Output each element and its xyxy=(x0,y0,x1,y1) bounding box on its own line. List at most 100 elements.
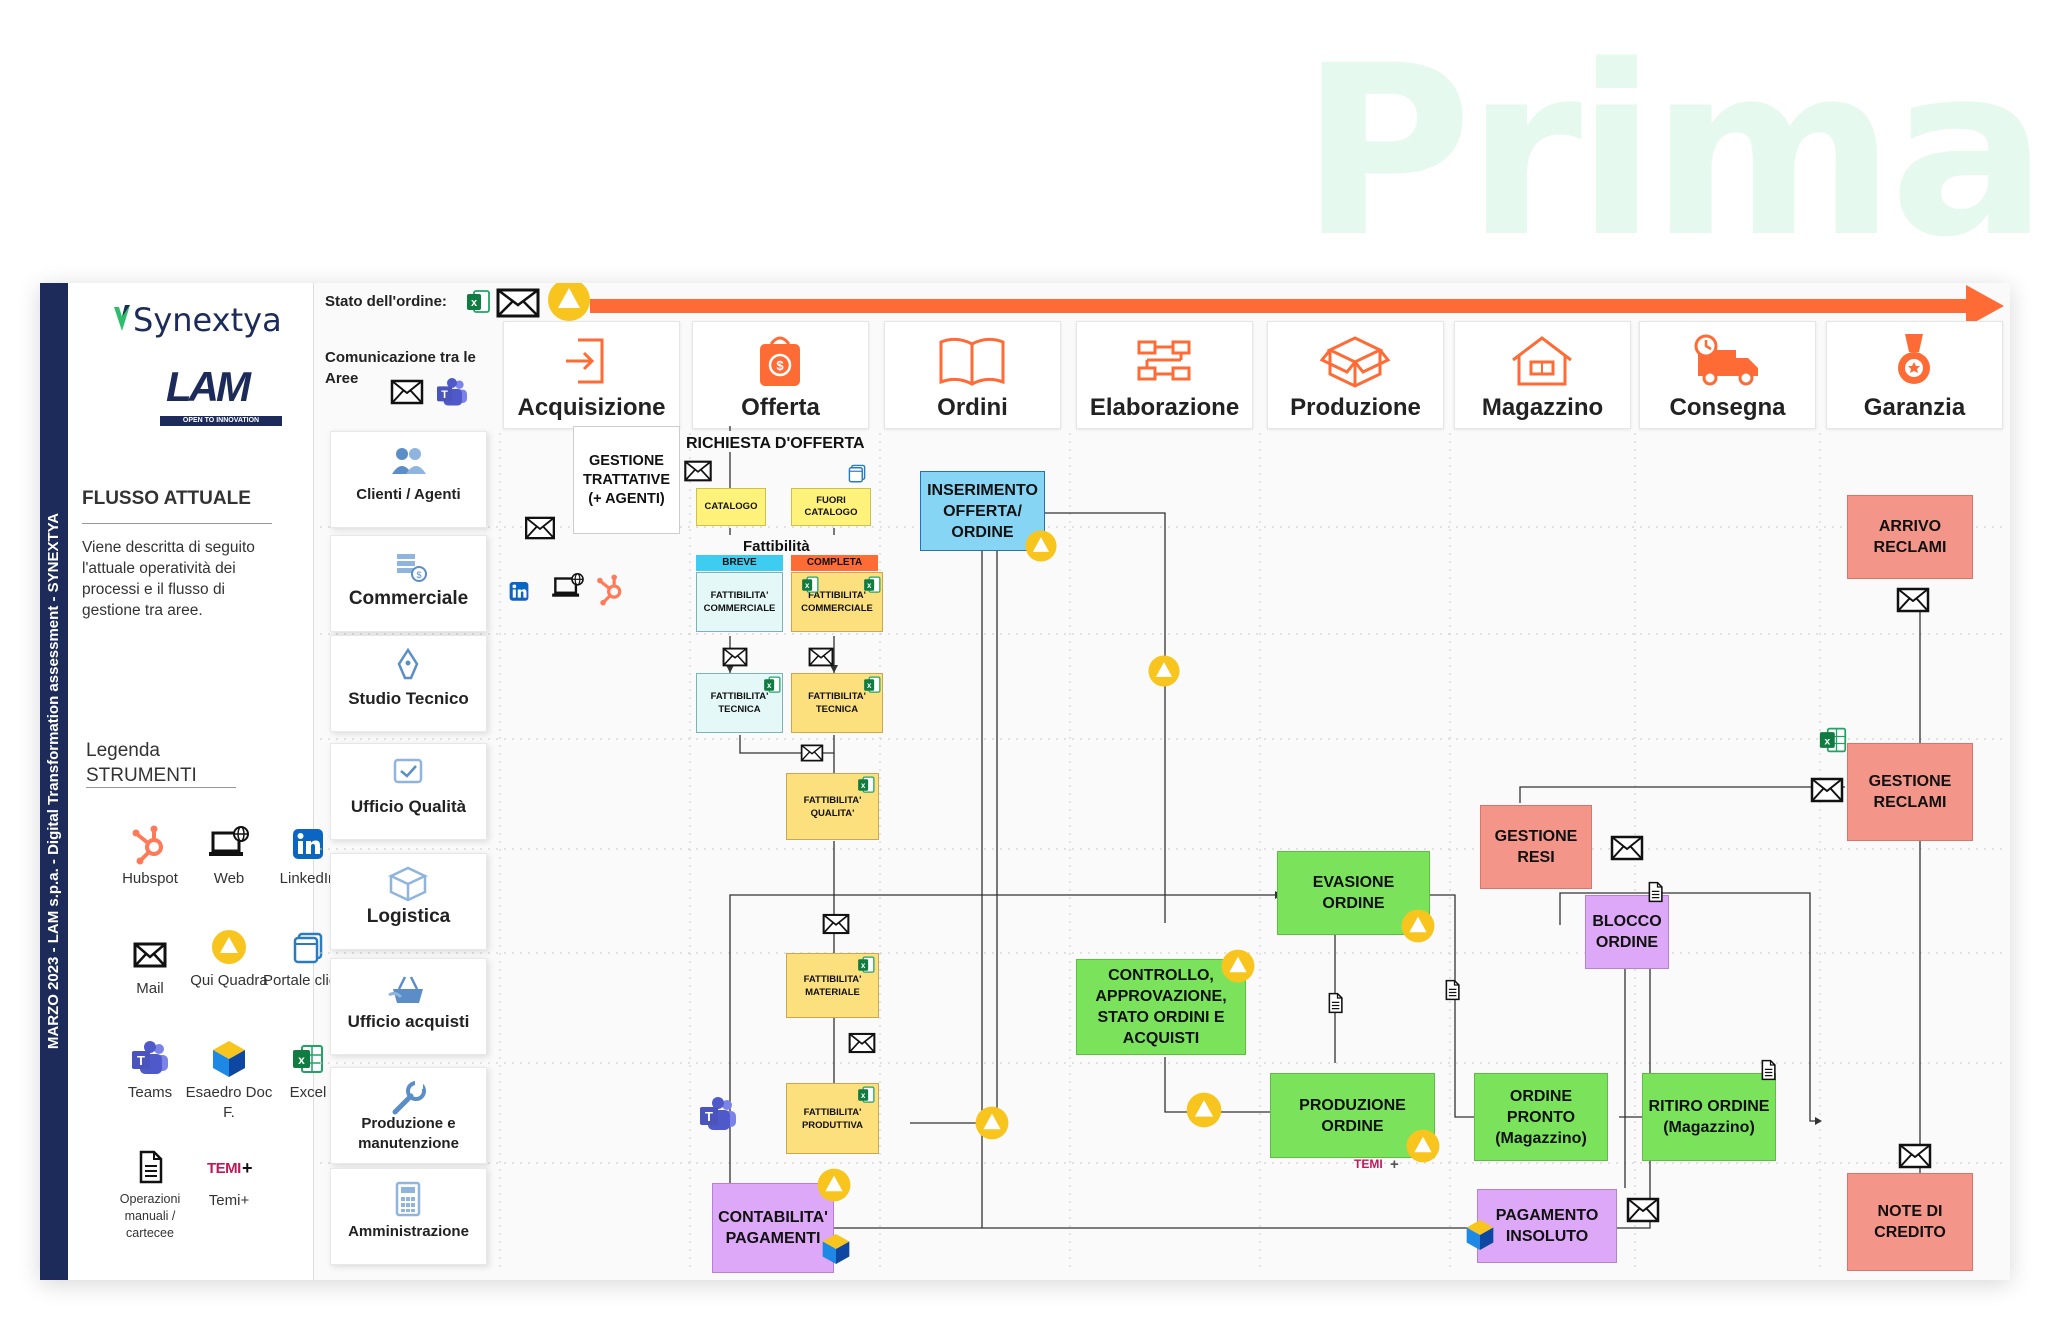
legend-item-manual: Operazioni manuali / cartecee xyxy=(102,1143,198,1242)
phase-consegna: Consegna xyxy=(1639,321,1816,429)
quiquadra-icon xyxy=(975,1106,1009,1140)
portal-icon xyxy=(293,932,323,964)
hubspot-icon xyxy=(132,825,163,865)
mail-icon xyxy=(390,379,424,405)
esaedro-icon xyxy=(822,1234,850,1264)
quiquadra-icon xyxy=(1148,655,1180,687)
client-tagline: OPEN TO INNOVATION xyxy=(160,416,282,426)
excel-icon: x xyxy=(293,1045,323,1073)
calculator-icon xyxy=(395,1181,421,1217)
legend-label: Qui Quadra xyxy=(190,972,268,989)
quality-check-icon xyxy=(393,758,423,784)
phase-label: Produzione xyxy=(1290,394,1421,421)
quiquadra-icon xyxy=(817,1168,851,1202)
tag-breve: BREVE xyxy=(696,555,783,571)
legend-item-quiquadra: Qui Quadra xyxy=(181,923,277,991)
package-icon xyxy=(388,866,428,902)
phase-offerta: $ Offerta xyxy=(692,321,869,429)
timeline-arrowhead xyxy=(1966,285,2004,327)
lane-label: Commerciale xyxy=(348,588,469,609)
document-icon xyxy=(139,1150,163,1184)
lane-label: Produzione e manutenzione xyxy=(358,1115,459,1152)
legend-item-temi: TEMI+ Temi+ xyxy=(181,1143,277,1211)
mail-icon xyxy=(1610,835,1644,861)
node-inserimento-offerta-ordine: INSERIMENTO OFFERTA/ ORDINE xyxy=(920,471,1045,551)
legend-item-teams: T Teams xyxy=(102,1035,198,1103)
excel-icon: x xyxy=(858,1086,875,1103)
document-icon xyxy=(1761,1059,1776,1081)
phase-produzione: Produzione xyxy=(1267,321,1444,429)
node-ritiro-ordine: RITIRO ORDINE (Magazzino) xyxy=(1642,1073,1776,1161)
legend-item-hubspot: Hubspot xyxy=(102,821,198,889)
lane-label: Ufficio acquisti xyxy=(347,1012,470,1031)
svg-text:T: T xyxy=(137,1053,145,1068)
node-pagamento-insoluto: PAGAMENTO INSOLUTO xyxy=(1477,1189,1617,1263)
teams-icon: T xyxy=(700,1097,736,1130)
timeline-arrow xyxy=(590,299,1970,313)
esaedro-icon xyxy=(213,1041,245,1077)
mail-icon xyxy=(525,516,555,540)
mail-icon xyxy=(133,942,167,968)
svg-text:$: $ xyxy=(416,570,421,580)
excel-icon: x xyxy=(864,576,881,593)
phase-ordini: Ordini xyxy=(884,321,1061,429)
quiquadra-icon xyxy=(1401,909,1435,943)
svg-text:x: x xyxy=(861,781,866,790)
lane-ufficio-qualita: Ufficio Qualità xyxy=(330,743,487,840)
lane-ufficio-acquisti: Ufficio acquisti xyxy=(330,958,487,1055)
legend-label: LinkedIn xyxy=(279,870,337,887)
document-icon xyxy=(1445,979,1460,1001)
left-panel: Synextya LAM OPEN TO INNOVATION FLUSSO A… xyxy=(68,283,353,1280)
legend-label: Web xyxy=(213,870,245,887)
linkedin-icon xyxy=(293,829,323,859)
quiquadra-icon xyxy=(548,283,590,321)
svg-text:+: + xyxy=(1390,1156,1399,1173)
lane-studio-tecnico: Studio Tecnico xyxy=(330,635,487,732)
lane-produzione-manutenzione: Produzione e manutenzione xyxy=(330,1067,487,1164)
svg-text:TEMI: TEMI xyxy=(207,1160,241,1177)
svg-text:x: x xyxy=(298,1053,305,1067)
teams-icon: T xyxy=(437,378,467,406)
phase-label: Offerta xyxy=(741,394,820,421)
quiquadra-icon xyxy=(1221,949,1255,983)
mail-icon xyxy=(496,288,540,318)
teams-icon: T xyxy=(132,1041,168,1074)
svg-text:$: $ xyxy=(776,358,784,373)
warehouse-icon xyxy=(1512,336,1572,386)
client-logo: LAM xyxy=(166,363,251,410)
login-icon xyxy=(566,338,604,384)
coins-icon: $ xyxy=(397,554,427,582)
section-description: Viene descritta di seguito l'attuale ope… xyxy=(82,539,255,619)
legend-label: Mail xyxy=(136,980,164,997)
node-ordine-pronto: ORDINE PRONTO (Magazzino) xyxy=(1474,1073,1608,1161)
svg-text:TEMI: TEMI xyxy=(1354,1157,1383,1171)
legend-item-mail: Mail xyxy=(102,931,198,999)
node-fattibilita: Fattibilità xyxy=(743,538,810,555)
lane-label: Studio Tecnico xyxy=(348,689,469,708)
temi-icon: TEMI + xyxy=(1354,1156,1399,1173)
shopping-basket-icon xyxy=(388,976,423,1003)
order-status-label: Stato dell'ordine: xyxy=(325,293,447,310)
people-icon xyxy=(392,448,426,474)
svg-text:x: x xyxy=(867,681,872,690)
svg-text:x: x xyxy=(861,961,866,970)
excel-icon: x xyxy=(864,676,881,693)
legend-label: Temi+ xyxy=(208,1192,250,1209)
mail-icon xyxy=(722,647,748,667)
legend-item-linkedin: LinkedIn xyxy=(260,821,356,889)
esaedro-icon xyxy=(1466,1220,1494,1250)
node-evasione-ordine: EVASIONE ORDINE xyxy=(1277,851,1430,935)
phase-magazzino: Magazzino xyxy=(1454,321,1631,429)
workflow-icon xyxy=(1137,340,1191,381)
lane-label: Clienti / Agenti xyxy=(356,486,461,503)
mail-icon xyxy=(1896,587,1930,613)
mail-icon xyxy=(848,1032,876,1054)
phase-label: Elaborazione xyxy=(1089,394,1240,421)
node-contabilita-pagamenti: CONTABILITA' PAGAMENTI xyxy=(712,1183,834,1273)
excel-icon: x xyxy=(802,576,819,593)
quiquadra-icon xyxy=(1406,1129,1440,1163)
lane-label: Ufficio Qualità xyxy=(350,797,467,816)
hubspot-icon xyxy=(597,574,622,606)
node-arrivo-reclami: ARRIVO RECLAMI xyxy=(1847,495,1973,579)
legend-label: Excel xyxy=(289,1084,327,1101)
